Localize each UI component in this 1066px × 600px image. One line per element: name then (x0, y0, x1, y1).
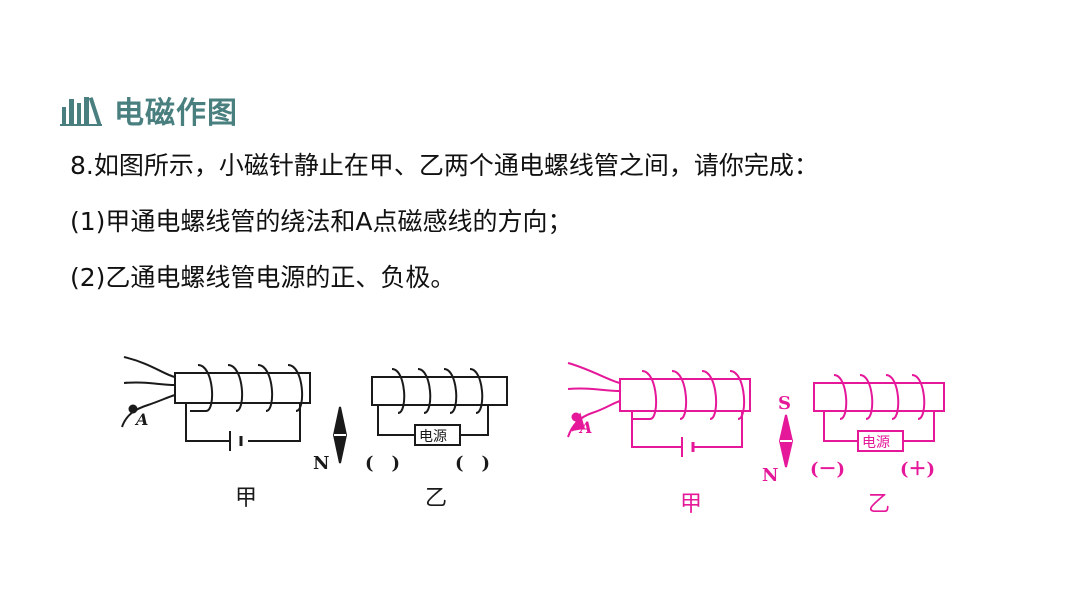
field-line-a (121, 394, 176, 428)
answer-lead-wire-top (567, 362, 621, 384)
answer-needle-s-label: S (778, 393, 791, 414)
answer-plus-label: (＋) (900, 459, 935, 480)
coil-jia (197, 364, 304, 412)
answer-power-box-yi (857, 430, 904, 452)
lead-wire-middle (123, 381, 176, 386)
core-jia (174, 372, 311, 404)
answer-circuit-yi (823, 411, 935, 442)
section-title: 电磁作图 (114, 96, 238, 131)
answer-label-jia: 甲 (680, 492, 702, 517)
answer-core-yi (813, 382, 945, 412)
paren-right: ( ) (455, 453, 490, 474)
point-a-label: A (134, 410, 148, 429)
circuit-yi (377, 405, 489, 436)
circuit-jia (185, 403, 301, 442)
coil-yi (391, 368, 484, 414)
answer-label-yi: 乙 (868, 492, 890, 517)
core-yi (371, 376, 508, 406)
answer-needle-n-label: N (762, 465, 778, 486)
label-yi: 乙 (425, 486, 447, 511)
solenoid-figure: A N 电源 ( ) ( ) 甲 乙 A S N 电源 (－) (＋) 甲 乙 (121, 356, 945, 517)
answer-field-line-a (567, 400, 621, 438)
answer-coil-yi (833, 374, 926, 420)
paren-left: ( ) (365, 453, 400, 474)
answer-power-label-yi: 电源 (862, 435, 890, 451)
answer-coil-jia (641, 370, 746, 420)
needle-pole-label: N (313, 453, 329, 474)
answer-minus-label: (－) (810, 459, 845, 480)
answer-circuit-jia (631, 411, 743, 448)
question-part-1: (1)甲通电螺线管的绕法和A点磁感线的方向； (70, 207, 573, 236)
label-jia: 甲 (235, 486, 257, 511)
point-a (128, 404, 138, 414)
power-label-yi: 电源 (419, 429, 447, 445)
answer-point-a (571, 412, 581, 422)
answer-point-a-label: A (578, 418, 592, 437)
question-part-2: (2)乙通电螺线管电源的正、负极。 (70, 263, 456, 292)
answer-lead-wire-middle (567, 387, 621, 392)
lead-wire-top (123, 356, 176, 378)
answer-diagram (567, 362, 945, 468)
power-box-yi (414, 424, 461, 446)
original-diagram (121, 356, 508, 464)
books-icon (60, 97, 102, 126)
section-header: 电磁作图 (60, 88, 238, 132)
question-stem: 8.如图所示，小磁针静止在甲、乙两个通电螺线管之间，请你完成： (70, 151, 819, 180)
